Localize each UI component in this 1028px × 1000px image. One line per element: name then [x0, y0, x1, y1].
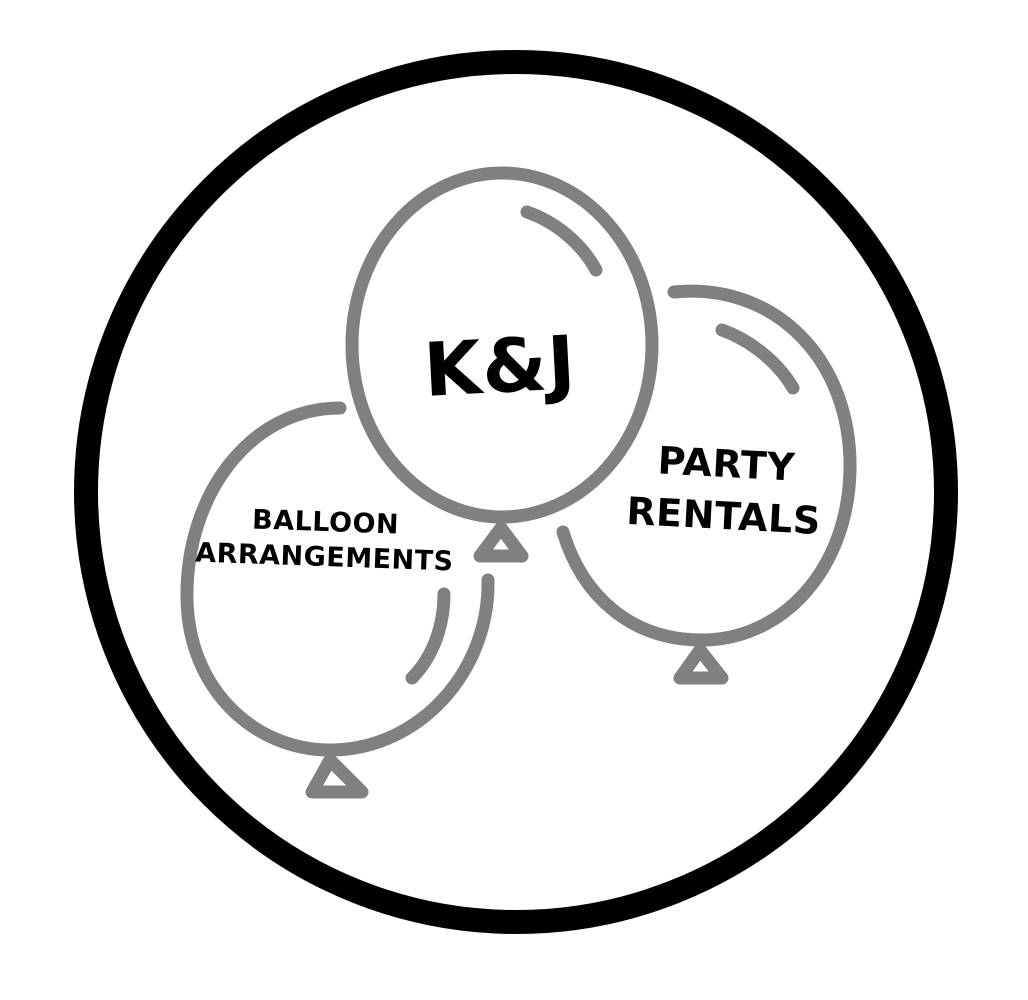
brand-name: K&J — [421, 320, 579, 414]
right-label-line-2: RENTALS — [625, 488, 822, 544]
center-balloon-icon — [345, 166, 659, 563]
right-balloon-icon — [556, 284, 857, 685]
left-balloon-icon — [180, 401, 495, 799]
balloon-arrangements-label: BALLOON ARRANGEMENTS — [194, 500, 456, 579]
party-rentals-label: PARTY RENTALS — [622, 433, 827, 547]
